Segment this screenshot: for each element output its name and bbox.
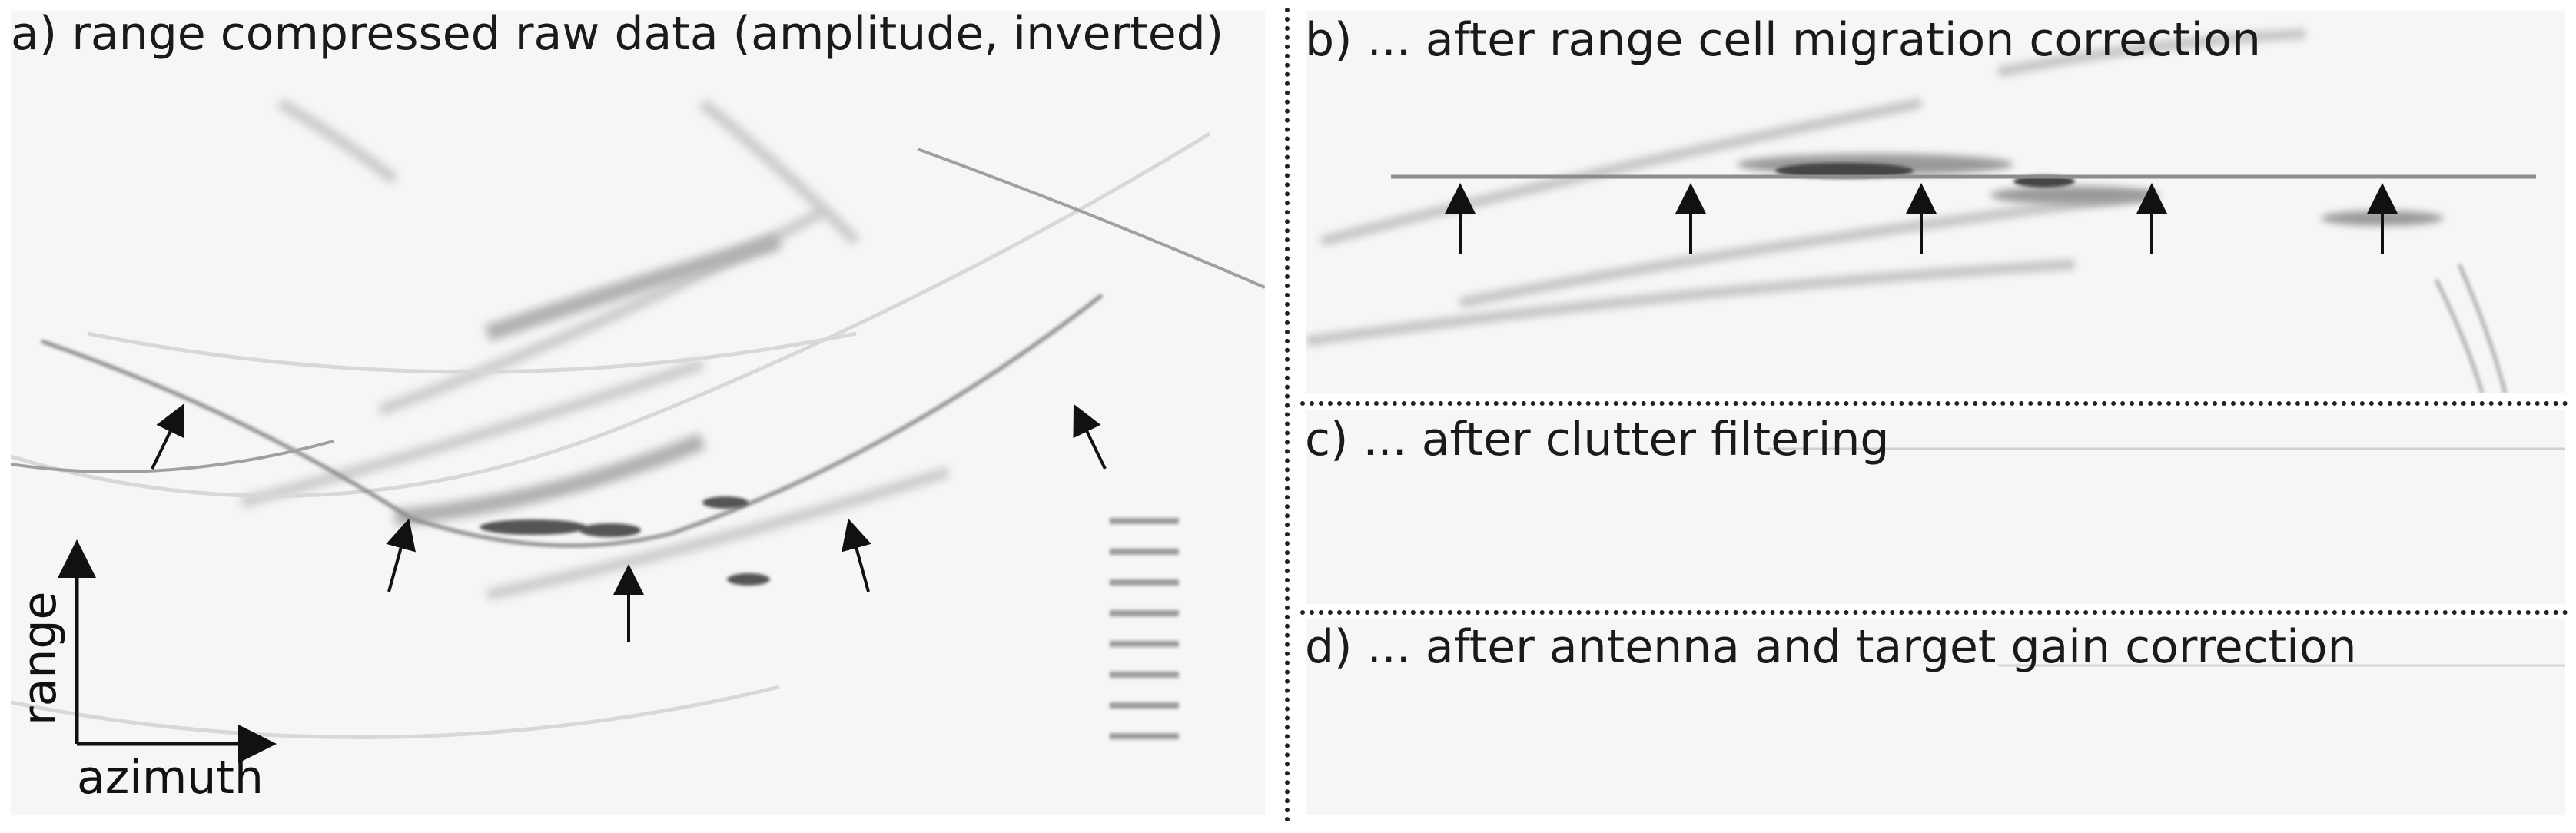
range-axis-label: range	[13, 591, 67, 725]
panel-a-label: a) range compressed raw data (amplitude,…	[11, 7, 1224, 61]
horizontal-divider-bc	[1300, 401, 2568, 406]
azimuth-axis-label: azimuth	[77, 751, 264, 805]
panel-c-clutter-filtered	[1306, 410, 2565, 604]
panel-d-label: d) ... after antenna and target gain cor…	[1305, 620, 2357, 674]
panel-a-arrows	[58, 403, 1107, 763]
panel-d-gain-corrected	[1306, 619, 2565, 815]
panel-d-image	[1306, 664, 2565, 718]
panel-a-image	[11, 98, 1265, 739]
panel-b-image	[1306, 28, 2536, 393]
arrow-4	[842, 518, 871, 592]
arrow-5	[1073, 403, 1107, 470]
arrow-2	[386, 518, 416, 592]
panel-a-range-compressed	[11, 11, 1265, 815]
horizontal-divider-cd	[1300, 610, 2568, 615]
panel-c-image	[1306, 447, 2565, 510]
arrow-1	[151, 403, 184, 470]
panel-b-rcmc	[1306, 11, 2565, 393]
panel-c-label: c) ... after clutter filtering	[1305, 413, 1890, 466]
vertical-divider	[1285, 8, 1290, 822]
panel-b-label: b) ... after range cell migration correc…	[1305, 13, 2261, 67]
